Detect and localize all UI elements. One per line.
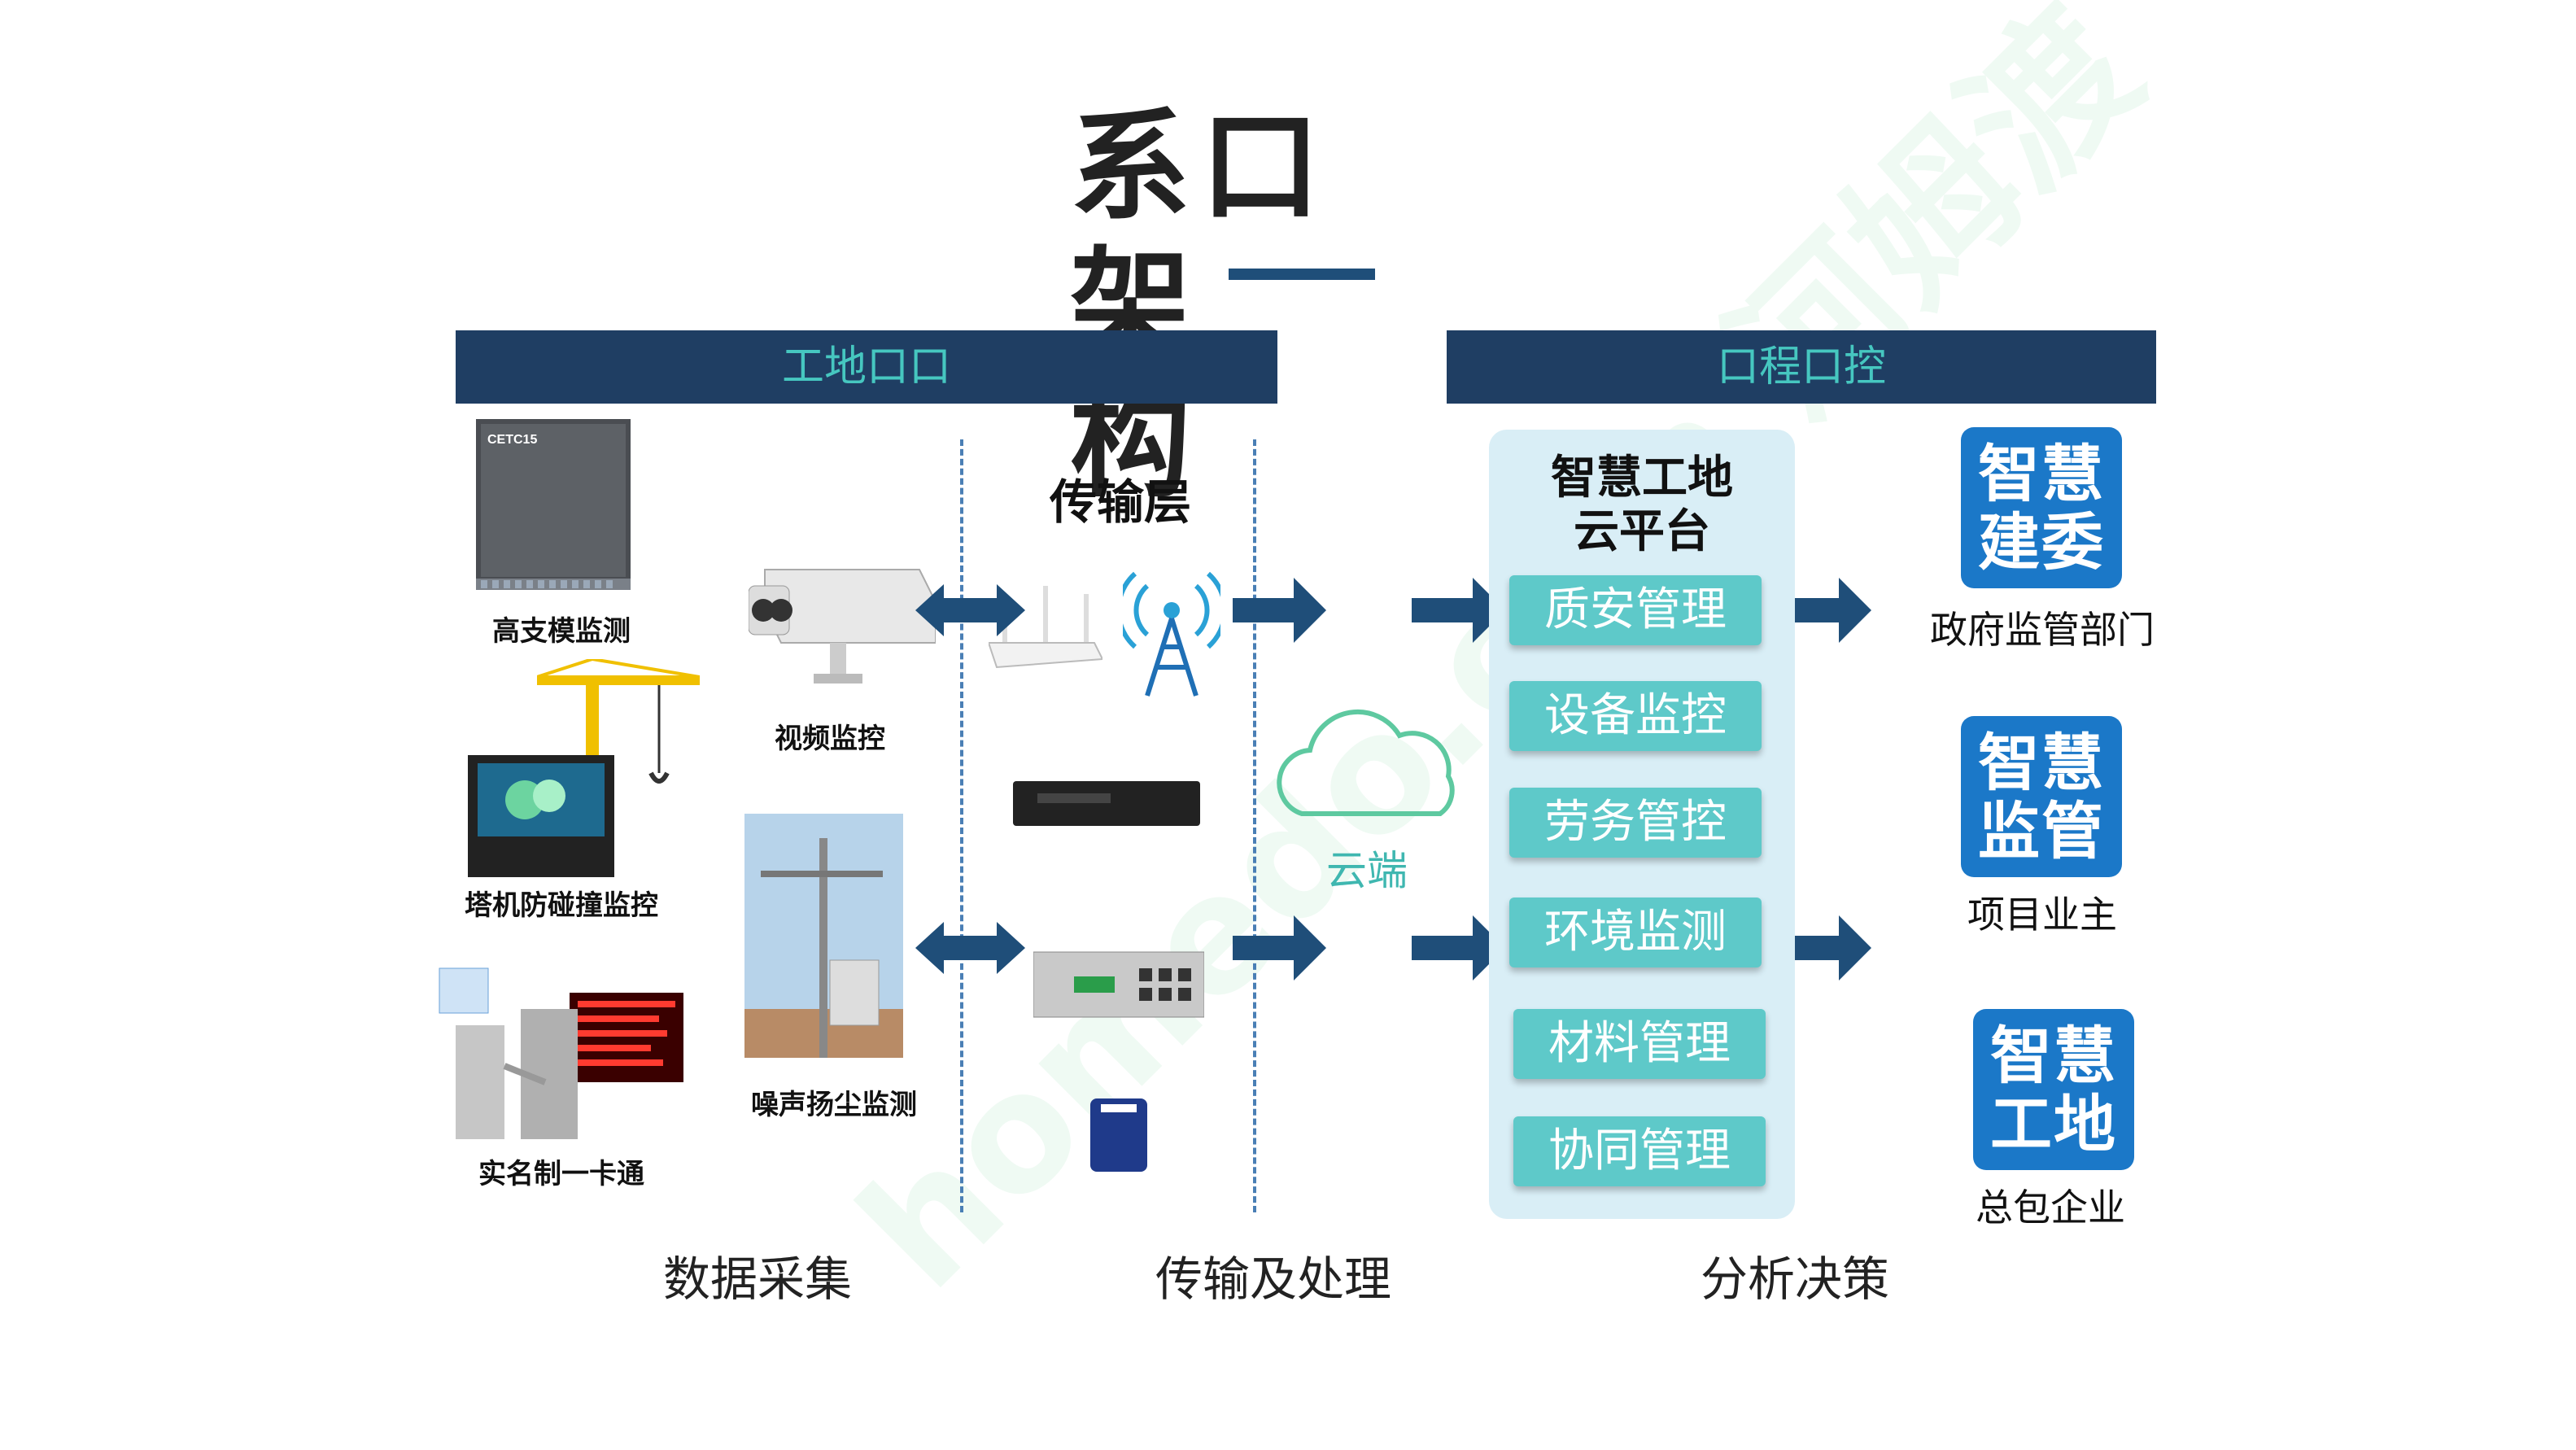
module-material-management[interactable]: 材料管理	[1513, 1009, 1766, 1079]
module-equipment-monitor[interactable]: 设备监控	[1509, 681, 1762, 751]
switch-image	[1033, 951, 1204, 1018]
title-underline	[1229, 269, 1375, 280]
transport-layer-title: 传输层	[1050, 474, 1192, 530]
cloud-icon	[1277, 709, 1455, 816]
label-video: 视频监控	[775, 723, 885, 755]
double-arrow-top	[915, 584, 1025, 636]
separator-right	[1253, 439, 1256, 1212]
label-realname: 实名制一卡通	[478, 1158, 644, 1190]
module-quality-safety[interactable]: 质安管理	[1509, 575, 1762, 645]
banner-remote-control: 口程口控	[1447, 330, 2156, 404]
panel-brand: CETC15	[487, 433, 537, 447]
separator-left	[960, 439, 963, 1212]
org-contractor: 总包企业	[1976, 1186, 2125, 1229]
section-data-collection: 数据采集	[663, 1251, 853, 1307]
section-analysis: 分析决策	[1701, 1251, 1890, 1307]
arrow-to-cloud-bottom	[1233, 915, 1326, 980]
label-tower-crane: 塔机防碰撞监控	[465, 889, 658, 922]
label-noise-dust: 噪声扬尘监测	[751, 1089, 917, 1121]
router-image	[989, 586, 1102, 669]
double-arrow-bottom	[915, 922, 1025, 974]
turnstile-image	[439, 967, 683, 1139]
module-collaboration[interactable]: 协同管理	[1513, 1116, 1766, 1186]
arrow-to-cloud-top	[1233, 578, 1326, 643]
org-owner: 项目业主	[1967, 893, 2117, 937]
logo-text-line-2: 监管	[1978, 795, 2105, 867]
logo-smart-commission: 智慧 建委	[1961, 427, 2122, 588]
logo-text-line-2: 工地	[1990, 1088, 2117, 1160]
signal-tower-icon	[1123, 571, 1220, 697]
logo-text-line-1: 智慧	[1978, 438, 2105, 510]
cloud-label: 云端	[1326, 847, 1408, 894]
section-transmission: 传输及处理	[1155, 1251, 1392, 1307]
org-government: 政府监管部门	[1930, 608, 2155, 652]
camera-image	[749, 569, 936, 684]
logo-smart-site: 智慧 工地	[1973, 1009, 2134, 1170]
dvr-image	[1013, 781, 1200, 826]
banner-site-perception: 工地口口	[456, 330, 1277, 404]
logo-smart-supervision: 智慧 监管	[1961, 716, 2122, 877]
logo-text-line-1: 智慧	[1990, 1020, 2117, 1092]
module-environment-monitor[interactable]: 环境监测	[1509, 898, 1762, 967]
arrow-to-platform-bottom	[1412, 915, 1505, 980]
platform-title: 智慧工地 云平台	[1489, 452, 1795, 559]
dtu-image	[1090, 1098, 1147, 1172]
platform-title-line-2: 云平台	[1574, 505, 1710, 558]
logo-text-line-1: 智慧	[1978, 727, 2105, 799]
platform-title-line-1: 智慧工地	[1551, 452, 1733, 504]
anticollision-screen-image	[468, 755, 614, 877]
arrow-to-platform-top	[1412, 578, 1505, 643]
module-labor-control[interactable]: 劳务管控	[1509, 788, 1762, 858]
label-high-formwork: 高支模监测	[492, 615, 631, 648]
arrow-to-gov	[1786, 578, 1871, 643]
arrow-to-owner	[1786, 915, 1871, 980]
logo-text-line-2: 建委	[1978, 506, 2105, 579]
monitor-box-image: CETC15	[476, 419, 631, 590]
noise-dust-monitor-image	[744, 814, 903, 1058]
title-line-1: 系口架	[1070, 97, 1330, 375]
